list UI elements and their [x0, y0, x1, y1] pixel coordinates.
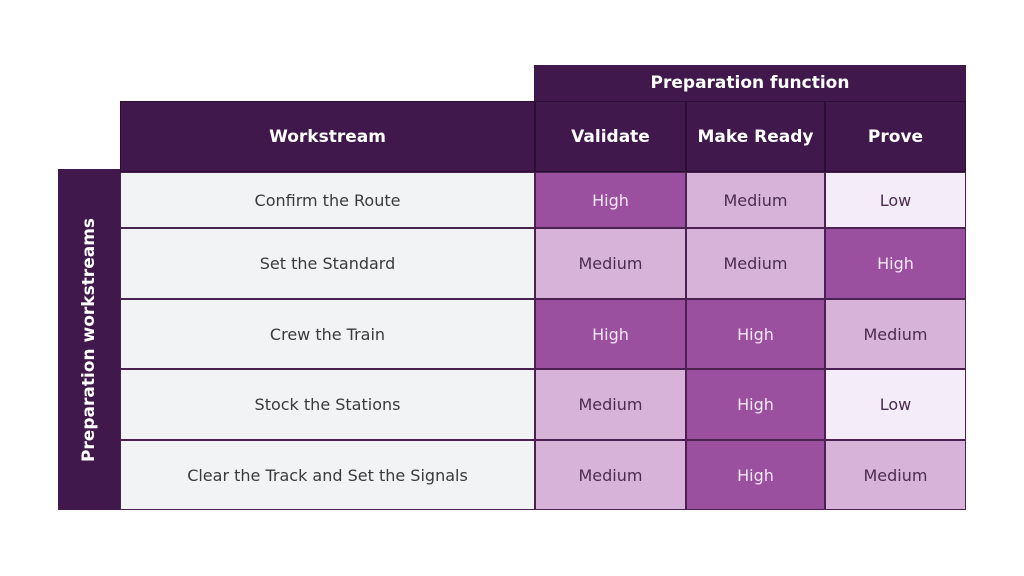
- make-ready-cell: High: [686, 369, 825, 440]
- validate-cell: Medium: [535, 228, 686, 299]
- workstream-cell: Set the Standard: [120, 228, 535, 299]
- prove-cell: Medium: [825, 299, 966, 369]
- validate-cell: High: [535, 299, 686, 369]
- column-header-workstream: Workstream: [120, 101, 535, 172]
- prove-cell: Low: [825, 369, 966, 440]
- validate-cell: High: [535, 172, 686, 228]
- make-ready-cell: Medium: [686, 228, 825, 299]
- preparation-workstreams-band: Preparation workstreams: [58, 169, 120, 510]
- prove-cell: Low: [825, 172, 966, 228]
- make-ready-cell: High: [686, 299, 825, 369]
- preparation-function-label: Preparation function: [650, 73, 850, 93]
- workstream-cell: Clear the Track and Set the Signals: [120, 440, 535, 510]
- workstream-cell: Confirm the Route: [120, 172, 535, 228]
- validate-cell: Medium: [535, 369, 686, 440]
- prove-cell: High: [825, 228, 966, 299]
- workstream-cell: Crew the Train: [120, 299, 535, 369]
- validate-cell: Medium: [535, 440, 686, 510]
- workstream-cell: Stock the Stations: [120, 369, 535, 440]
- prove-cell: Medium: [825, 440, 966, 510]
- preparation-workstreams-label: Preparation workstreams: [79, 217, 99, 462]
- column-header-validate: Validate: [535, 101, 686, 172]
- column-header-prove: Prove: [825, 101, 966, 172]
- column-header-make-ready: Make Ready: [686, 101, 825, 172]
- make-ready-cell: High: [686, 440, 825, 510]
- preparation-function-header: Preparation function: [534, 65, 966, 101]
- make-ready-cell: Medium: [686, 172, 825, 228]
